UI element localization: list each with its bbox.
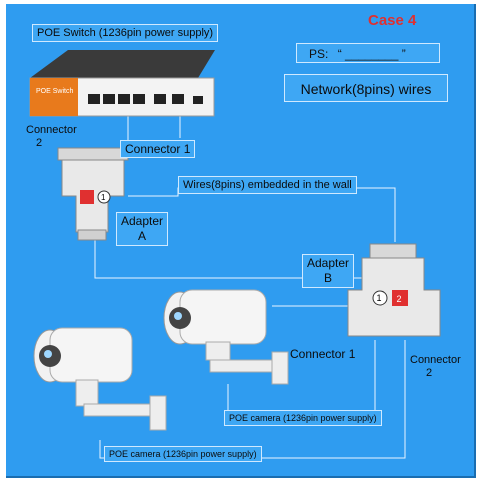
poe-switch-label: POE Switch (1236pin power supply) (32, 24, 219, 42)
adapter-a: 1 (57, 147, 129, 241)
adapter-b-label: Adapter B (302, 254, 355, 288)
connector2-left-line2: 2 (36, 137, 43, 149)
adapter-a-label-line2: A (138, 229, 147, 243)
adapter-b: 1 2 (347, 243, 441, 337)
adapter-b-label-line1: Adapter (307, 256, 350, 270)
adapter-b-label-line2: B (324, 271, 333, 285)
network-wires-label: Network(8pins) wires (284, 74, 448, 102)
connector2-right-line2: 2 (426, 367, 433, 379)
poe-switch: POE Switch (29, 50, 215, 117)
adapter-a-label-line1: Adapter (121, 214, 164, 228)
connector2-left-line1: Connector (26, 124, 77, 136)
ps-value: “ ________ ” (337, 47, 406, 61)
ps-field: PS: “ ________ ” (296, 43, 440, 63)
wires-label: Wires(8pins) embedded in the wall (178, 176, 357, 194)
poe-camera-bottom-label: POE camera (1236pin power supply) (104, 446, 262, 462)
adapter-b-port1-text: 1 (377, 293, 382, 303)
adapter-b-port2-text: 2 (397, 294, 402, 304)
case-label: Case 4 (368, 12, 417, 29)
poe-camera-1 (163, 289, 289, 385)
wire-adapterb-to-cam2 (99, 340, 406, 459)
connector1-top-label: Connector 1 (120, 140, 196, 158)
adapter-a-label: Adapter A (116, 212, 169, 246)
adapter-a-port-text: 1 (101, 193, 106, 202)
connector1-mid-label: Connector 1 (290, 347, 356, 361)
switch-brand-text: POE Switch (36, 88, 73, 95)
connector2-right-line1: Connector (410, 354, 461, 366)
wire-wall (128, 187, 396, 242)
ps-label: PS: (309, 47, 329, 61)
poe-camera-mid-label: POE camera (1236pin power supply) (224, 410, 382, 426)
poe-camera-2 (33, 327, 167, 431)
adapter-a-badge (80, 190, 94, 204)
